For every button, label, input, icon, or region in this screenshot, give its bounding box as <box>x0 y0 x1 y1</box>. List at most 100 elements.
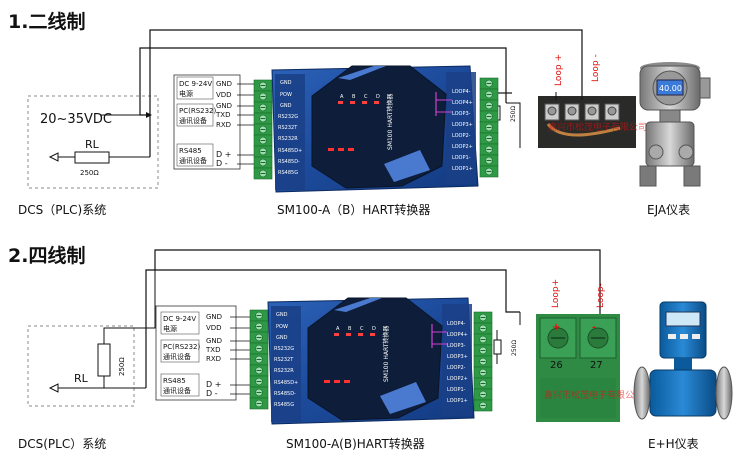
io-terminal-box: DC 9-24V 电源 GND VDD PC(RS232) 通讯设备 GND T… <box>155 305 252 401</box>
resistor-symbol: RL <box>74 372 89 385</box>
svg-text:通讯设备: 通讯设备 <box>179 156 207 165</box>
section-two-wire: 1.二线制 20~35VDC RL 250Ω DCS（PLC)系统 250Ω D… <box>8 10 711 217</box>
svg-text:RS232G: RS232G <box>274 346 294 352</box>
svg-text:RS485: RS485 <box>179 147 202 155</box>
svg-text:电源: 电源 <box>179 89 193 98</box>
svg-text:LOOP1+: LOOP1+ <box>452 166 473 172</box>
loop-terminal-photo: 26 27 嘉兴市松茂电子有限公司 + - <box>536 314 643 422</box>
svg-text:RS232G: RS232G <box>278 114 298 120</box>
svg-text:TXD: TXD <box>215 111 230 119</box>
svg-text:GND: GND <box>280 103 292 109</box>
svg-text:D: D <box>376 94 380 100</box>
svg-text:LOOP2-: LOOP2- <box>447 365 466 371</box>
svg-text:VDD: VDD <box>216 91 232 99</box>
converter-label: SM100-A(B)HART转换器 <box>286 436 425 451</box>
svg-text:GND: GND <box>280 80 292 86</box>
section-heading: 2.四线制 <box>8 244 85 267</box>
load-resistor <box>97 343 111 377</box>
svg-text:RS485D-: RS485D- <box>278 159 300 165</box>
svg-text:通讯设备: 通讯设备 <box>179 116 207 125</box>
terminal-27: 27 <box>590 360 603 371</box>
svg-text:GND: GND <box>276 312 288 318</box>
svg-text:RS485G: RS485G <box>274 402 294 408</box>
dcs-label: DCS(PLC）系统 <box>18 437 106 451</box>
loop-wire-minus <box>145 249 601 388</box>
svg-text:RS232T: RS232T <box>278 125 298 131</box>
svg-text:250Ω: 250Ω <box>511 340 518 356</box>
svg-text:POW: POW <box>280 92 292 98</box>
svg-text:+: + <box>552 322 560 333</box>
loop-wire-plus <box>155 269 520 313</box>
svg-text:通讯设备: 通讯设备 <box>163 352 191 361</box>
svg-text:SM100 HART转换器: SM100 HART转换器 <box>382 326 390 382</box>
section-heading: 1.二线制 <box>8 10 85 33</box>
svg-text:LOOP1-: LOOP1- <box>452 155 471 161</box>
svg-text:GND: GND <box>216 102 232 110</box>
dcs-box <box>27 325 135 407</box>
svg-text:GND: GND <box>216 80 232 88</box>
eh-flowmeter-icon <box>633 301 733 420</box>
svg-text:D +: D + <box>206 380 221 389</box>
svg-text:C: C <box>364 94 368 100</box>
svg-text:GND: GND <box>276 335 288 341</box>
svg-text:RS485D-: RS485D- <box>274 391 296 397</box>
svg-text:LOOP3+: LOOP3+ <box>447 354 468 360</box>
svg-text:RS232R: RS232R <box>274 368 294 374</box>
svg-text:RXD: RXD <box>216 121 231 129</box>
svg-text:TXD: TXD <box>205 346 220 354</box>
resistor-value: 250Ω <box>118 357 126 376</box>
device-label: E+H仪表 <box>648 437 699 451</box>
svg-text:LOOP1-: LOOP1- <box>447 387 466 393</box>
arrow-icon <box>48 152 59 162</box>
svg-text:RS232R: RS232R <box>278 136 298 142</box>
dcs-label: DCS（PLC)系统 <box>18 203 106 217</box>
svg-text:LOOP3-: LOOP3- <box>447 343 466 349</box>
svg-text:RS232T: RS232T <box>274 357 294 363</box>
svg-text:RS485: RS485 <box>163 377 186 385</box>
eja-transmitter-icon: 40.00 <box>639 62 711 187</box>
svg-text:LOOP2-: LOOP2- <box>452 133 471 139</box>
loop-minus-label: Loop - <box>591 54 601 82</box>
sense-resistor <box>493 339 502 355</box>
svg-text:电源: 电源 <box>163 324 177 333</box>
loop-minus-label: Loop- <box>596 283 606 308</box>
svg-text:通讯设备: 通讯设备 <box>163 386 191 395</box>
svg-text:D +: D + <box>216 150 231 159</box>
svg-text:LOOP3-: LOOP3- <box>452 111 471 117</box>
svg-text:RS485D+: RS485D+ <box>278 148 302 154</box>
watermark-text: 嘉兴市松茂电子有限公司 <box>544 389 643 401</box>
loop-plus-label: Loop + <box>554 54 564 86</box>
svg-text:RXD: RXD <box>206 355 221 363</box>
watermark-text: 嘉兴市松茂电子有限公司 <box>548 121 647 133</box>
svg-text:A: A <box>336 326 340 332</box>
svg-text:POW: POW <box>276 324 288 330</box>
svg-text:D -: D - <box>206 389 218 398</box>
section-four-wire: 2.四线制 250Ω RL DCS(PLC）系统 250Ω DC 9-24V 电… <box>8 244 733 451</box>
display-value: 40.00 <box>659 84 682 93</box>
svg-text:A: A <box>340 94 344 100</box>
loop-wire-minus <box>149 29 583 157</box>
svg-text:250Ω: 250Ω <box>510 106 517 122</box>
svg-text:B: B <box>352 94 356 100</box>
resistor-value: 250Ω <box>80 169 99 177</box>
svg-text:D: D <box>372 326 376 332</box>
svg-text:-: - <box>592 322 596 333</box>
svg-text:B: B <box>348 326 352 332</box>
led-indicator <box>338 101 343 104</box>
svg-text:RS485G: RS485G <box>278 170 298 176</box>
svg-text:LOOP4-: LOOP4- <box>452 89 471 95</box>
converter-label: SM100-A（B）HART转换器 <box>277 202 430 217</box>
svg-text:SM100 HART转换器: SM100 HART转换器 <box>386 94 394 150</box>
svg-text:LOOP4+: LOOP4+ <box>447 332 468 338</box>
loop-wire-plus <box>139 47 507 116</box>
svg-text:DC 9-24V: DC 9-24V <box>179 80 212 88</box>
load-resistor <box>74 151 110 164</box>
svg-text:LOOP3+: LOOP3+ <box>452 122 473 128</box>
loop-plus-label: Loop+ <box>551 279 561 308</box>
svg-text:DC 9-24V: DC 9-24V <box>163 315 196 323</box>
svg-text:LOOP1+: LOOP1+ <box>447 398 468 404</box>
svg-text:LOOP2+: LOOP2+ <box>447 376 468 382</box>
svg-text:LOOP4+: LOOP4+ <box>452 100 473 106</box>
device-label: EJA仪表 <box>647 203 690 217</box>
